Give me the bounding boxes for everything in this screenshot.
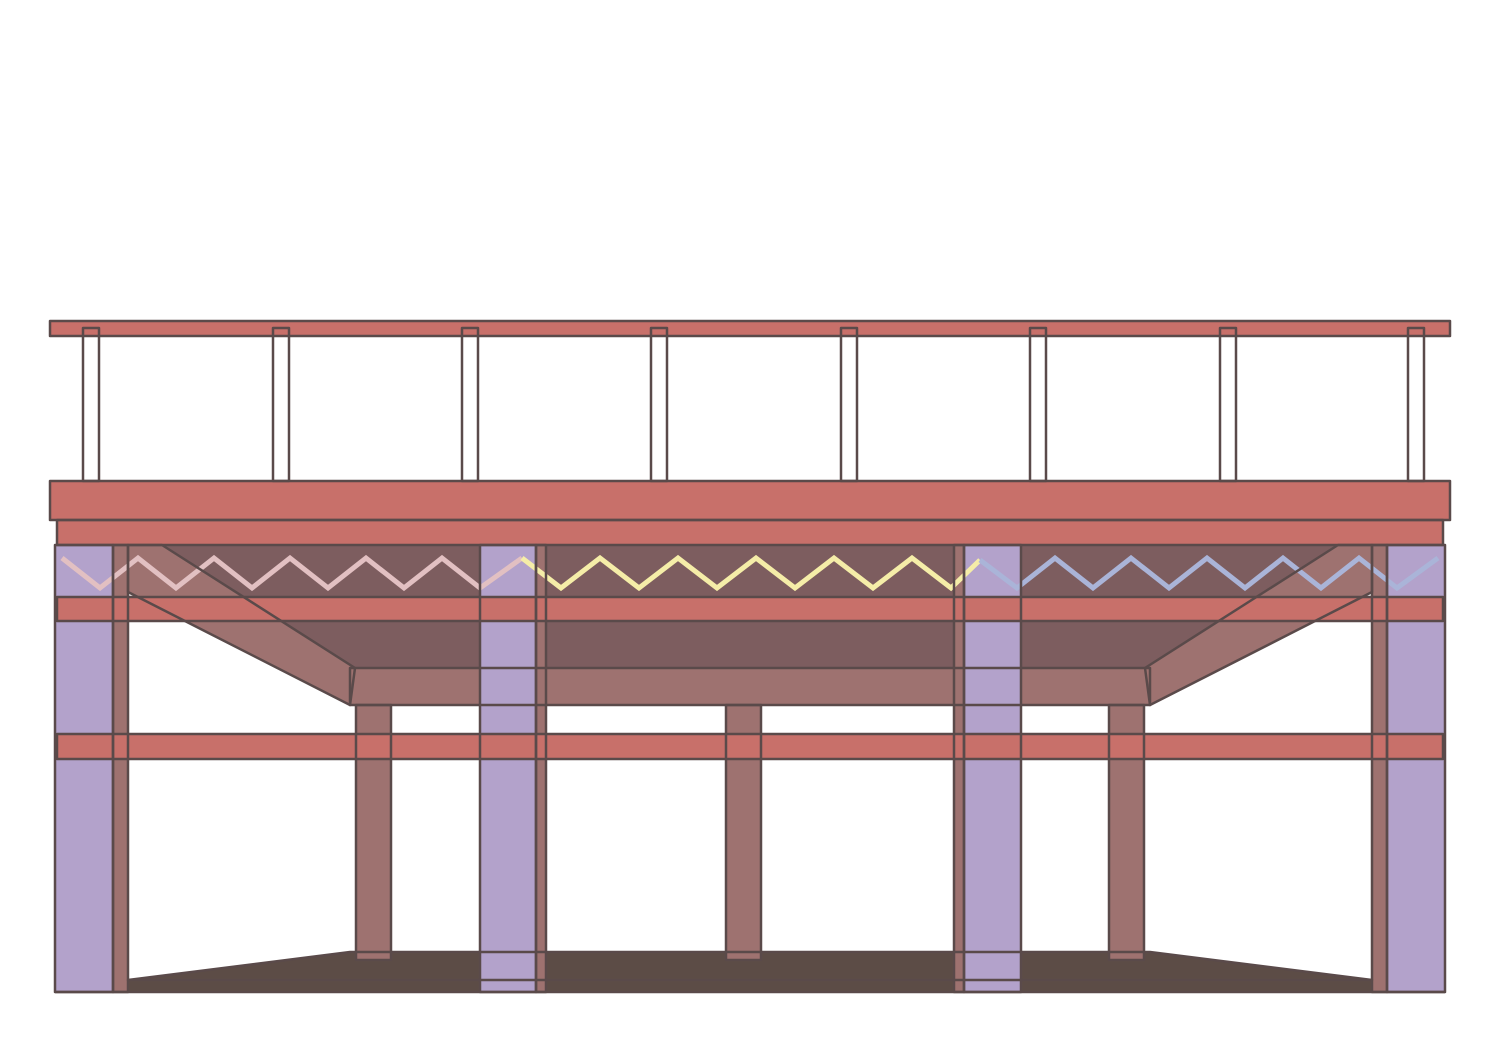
railing-post-3-outline bbox=[460, 326, 480, 483]
side-post-mid-left bbox=[536, 545, 546, 992]
left-diagonal-brace bbox=[128, 545, 355, 705]
railing-post-5-outline bbox=[839, 326, 859, 483]
side-post-left-outer bbox=[113, 545, 128, 992]
railing-post-1-outline bbox=[81, 326, 101, 483]
middle-beam-outline bbox=[55, 595, 1445, 623]
deck-slab-outline bbox=[48, 479, 1452, 522]
railing-post-4-outline bbox=[649, 326, 669, 483]
interior-post-2-outline bbox=[724, 703, 763, 962]
spring-blue bbox=[978, 554, 1440, 592]
side-post-mid-right bbox=[954, 545, 964, 992]
railing-post-2-outline bbox=[271, 326, 291, 483]
railing-post-7 bbox=[1220, 328, 1236, 481]
top-rail bbox=[50, 321, 1450, 336]
railing-post-5 bbox=[841, 328, 857, 481]
railing-post-3 bbox=[462, 328, 478, 481]
deck-slab bbox=[50, 481, 1450, 520]
interior-post-3-outline bbox=[1107, 703, 1146, 962]
spring-yellow bbox=[520, 554, 982, 592]
railing-post-4 bbox=[651, 328, 667, 481]
lower-beam bbox=[57, 734, 1443, 759]
railing-post-6 bbox=[1030, 328, 1046, 481]
spring-pink bbox=[60, 554, 524, 592]
middle-beam bbox=[57, 597, 1443, 621]
railing-post-8-outline bbox=[1406, 326, 1426, 483]
interior-post-1-outline bbox=[354, 703, 393, 962]
railing-post-6-outline bbox=[1028, 326, 1048, 483]
railing-post-1 bbox=[83, 328, 99, 481]
railing-post-7-outline bbox=[1218, 326, 1238, 483]
top-frame-beam bbox=[57, 520, 1443, 545]
lower-crossbeam bbox=[350, 668, 1150, 705]
outline-strokes bbox=[48, 319, 1452, 994]
ground-floor bbox=[128, 952, 1372, 992]
ground-floor-outline bbox=[126, 950, 1374, 982]
lower-beam-outline bbox=[55, 732, 1445, 761]
top-rail-outline bbox=[48, 319, 1452, 338]
side-post-right-outer bbox=[1372, 545, 1387, 992]
railing-post-2 bbox=[273, 328, 289, 481]
railing-post-8 bbox=[1408, 328, 1424, 481]
